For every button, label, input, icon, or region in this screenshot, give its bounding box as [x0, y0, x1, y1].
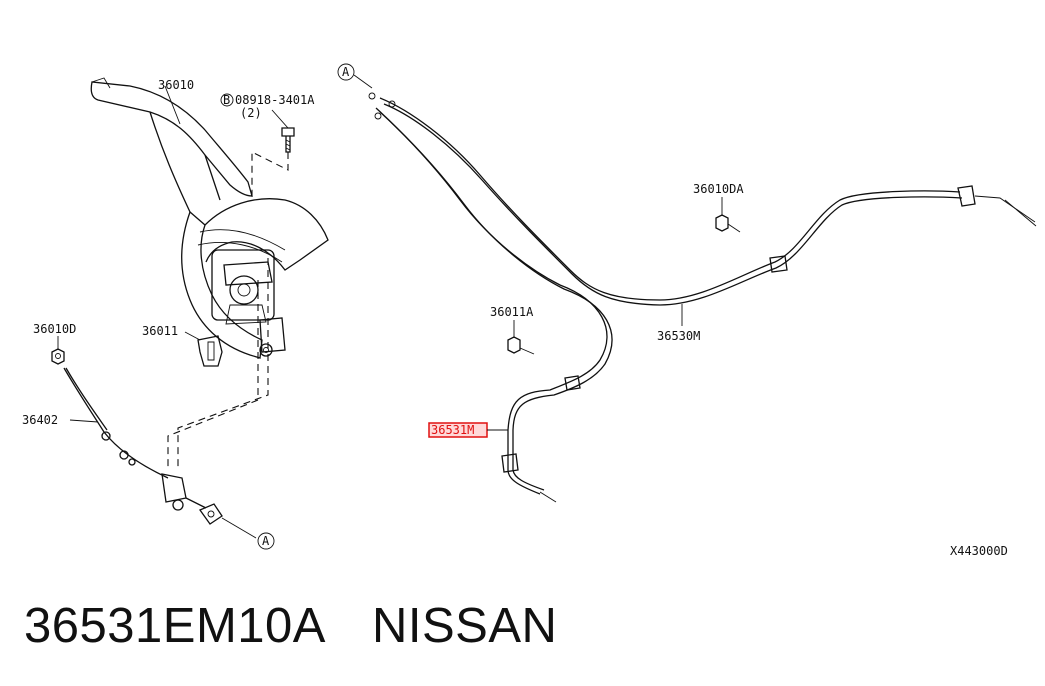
installation-guides: [167, 151, 289, 470]
lever-callout: 36010: [158, 78, 194, 92]
front-cable-36402: 36402 A: [22, 367, 275, 550]
connector-a-lower: A: [262, 534, 270, 548]
front-cable-callout: 36402: [22, 413, 58, 427]
bolt-prefix-b: B: [223, 93, 230, 107]
connector-a-upper: A: [337, 63, 373, 89]
brand-name: NISSAN: [371, 599, 558, 653]
rear-cables: [368, 92, 1037, 503]
part-footer: 36531EM10A NISSAN: [24, 598, 557, 654]
clip-36011a: 36011A: [490, 305, 535, 355]
rear-cable-lh-callout: 36531M: [431, 423, 474, 437]
nut-lh-callout: 36010D: [33, 322, 76, 336]
nut-36010d: 36010D: [33, 322, 76, 365]
nut-36010da: 36010DA: [693, 182, 744, 233]
rear-cable-rh-label: 36530M: [657, 304, 700, 343]
nut-rh-callout: 36010DA: [693, 182, 744, 196]
rear-cable-rh-callout: 36530M: [657, 329, 700, 343]
parking-brake-lever: 36010: [90, 77, 329, 359]
clip-callout: 36011A: [490, 305, 534, 319]
diagram-code: X443000D: [950, 544, 1008, 558]
parking-brake-diagram: 36010 B 08918-3401A (2) 36010D 36011 364…: [22, 63, 1037, 558]
bracket-36011: 36011: [142, 324, 223, 367]
part-number: 36531EM10A: [24, 599, 326, 653]
bolt-quantity: (2): [240, 106, 262, 120]
bolt-callout: 08918-3401A: [235, 93, 315, 107]
rear-cable-lh-label: 36531M: [428, 422, 508, 438]
connector-a-upper-label: A: [342, 65, 350, 79]
bracket-callout: 36011: [142, 324, 178, 338]
mounting-bolt: B 08918-3401A (2): [220, 93, 315, 153]
